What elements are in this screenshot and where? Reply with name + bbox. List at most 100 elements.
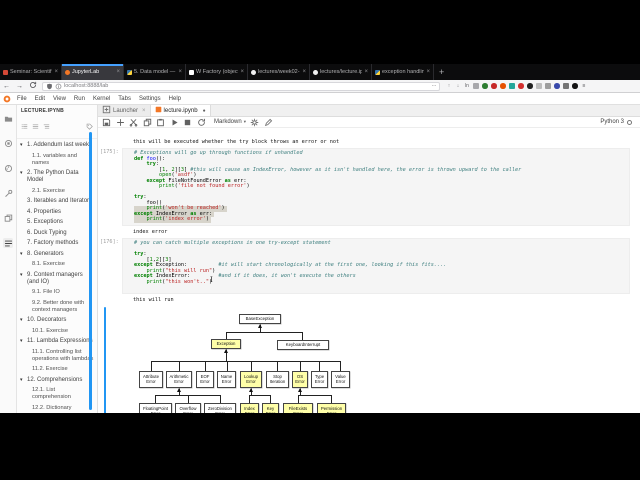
stop-button[interactable] xyxy=(183,118,192,127)
close-icon[interactable]: × xyxy=(302,69,306,75)
copy-button[interactable] xyxy=(143,118,152,127)
toc-item[interactable]: ▾2. The Python Data Model xyxy=(20,170,79,183)
menu-item-settings[interactable]: Settings xyxy=(138,95,161,102)
download-up-icon[interactable]: ↑ xyxy=(447,82,451,89)
hamburger-menu-icon[interactable]: ≡ xyxy=(582,82,586,89)
pen-button[interactable] xyxy=(264,118,273,127)
run-button[interactable] xyxy=(170,118,179,127)
close-icon[interactable]: × xyxy=(54,69,58,75)
restart-button[interactable] xyxy=(197,118,206,127)
toc-item[interactable]: ▾8. Generators xyxy=(20,250,64,257)
gray-ext-icon[interactable] xyxy=(536,83,542,89)
menu-item-tabs[interactable]: Tabs xyxy=(118,95,131,102)
back-arrow-icon[interactable]: ← xyxy=(3,82,10,90)
teal-ext-icon[interactable] xyxy=(509,83,515,89)
wrench-icon[interactable] xyxy=(3,188,13,198)
numbering-icon[interactable] xyxy=(21,117,28,135)
outline-icon[interactable] xyxy=(43,117,50,135)
close-icon[interactable]: × xyxy=(142,107,146,114)
orange-ext-icon[interactable] xyxy=(500,83,506,89)
menu-item-file[interactable]: File xyxy=(17,95,27,102)
screenshot-icon[interactable] xyxy=(473,83,479,89)
toc-item[interactable]: 5. Exceptions xyxy=(27,219,64,225)
chevron-down-icon[interactable]: ▾ xyxy=(20,338,23,344)
browser-tab[interactable]: W Factory (object-oriented× xyxy=(186,64,248,80)
dark-ext-icon[interactable] xyxy=(527,83,533,89)
close-icon[interactable]: × xyxy=(364,69,368,75)
menu-item-run[interactable]: Run xyxy=(73,95,85,102)
chevron-down-icon[interactable]: ▾ xyxy=(20,170,23,176)
browser-tab[interactable]: lectures/week02-Basic_Fu× xyxy=(248,64,310,80)
toc-item[interactable]: 12.2. Dictionary xyxy=(32,404,72,411)
browser-tab[interactable]: 5. Data model — Python× xyxy=(124,64,186,80)
selected-cell-collapser[interactable] xyxy=(103,307,106,413)
notes-ext-icon[interactable] xyxy=(545,83,551,89)
code-cell-input[interactable]: # Exceptions will go up through function… xyxy=(122,148,630,226)
toc-item[interactable]: 7. Factory methods xyxy=(27,240,79,246)
cut-button[interactable] xyxy=(129,118,138,127)
toc-item[interactable]: ▾12. Comprehensions xyxy=(20,376,83,383)
toc-item[interactable]: 2.1. Exercise xyxy=(32,187,65,194)
close-icon[interactable]: × xyxy=(426,69,430,75)
toc-item[interactable]: 6. Duck Typing xyxy=(27,229,67,236)
paste-button[interactable] xyxy=(156,118,165,127)
pin-ext-icon[interactable] xyxy=(554,83,560,89)
new-tab-button[interactable]: + xyxy=(439,67,445,77)
shield-ext-icon[interactable] xyxy=(491,83,497,89)
toc-item[interactable]: 11.1. Controlling list operations with l… xyxy=(32,348,94,362)
toc-item[interactable]: 11.2. Exercise xyxy=(32,366,68,372)
menu-item-help[interactable]: Help xyxy=(168,95,181,102)
folder-icon[interactable] xyxy=(3,113,13,123)
running-icon[interactable] xyxy=(3,138,13,148)
menu-item-view[interactable]: View xyxy=(53,95,66,102)
adblock-icon[interactable] xyxy=(518,83,524,89)
gear-button[interactable] xyxy=(250,118,259,127)
chevron-down-icon[interactable]: ▾ xyxy=(20,142,23,148)
code-cell-input[interactable]: # you can catch multiple exceptions in o… xyxy=(122,238,630,294)
page-actions-icon[interactable]: ··· xyxy=(431,83,437,89)
browser-tab[interactable]: lectures/lecture.ipynb at× xyxy=(310,64,372,80)
browser-tab[interactable]: Seminar: Scientific prog× xyxy=(0,64,62,80)
doc-tab-launcher[interactable]: Launcher× xyxy=(98,105,151,116)
toc-item[interactable]: 9.1. File IO xyxy=(32,289,60,295)
site-info-icon[interactable] xyxy=(55,77,62,95)
chevron-down-icon[interactable]: ▾ xyxy=(20,250,23,257)
doc-tab-lecture-ipynb[interactable]: lecture.ipynb● xyxy=(150,105,211,116)
add-cell-button[interactable] xyxy=(116,118,125,127)
grid-ext-icon[interactable] xyxy=(563,83,569,89)
toc-item[interactable]: 8.1. Exercise xyxy=(32,261,65,267)
browser-tab[interactable]: JupyterLab× xyxy=(62,64,124,80)
reload-icon[interactable] xyxy=(26,81,40,91)
cell-type-dropdown[interactable]: Markdown▾ xyxy=(214,119,246,125)
list-icon[interactable] xyxy=(32,117,39,135)
toc-item[interactable]: 12.1. List comprehension xyxy=(32,387,71,400)
close-icon[interactable]: × xyxy=(178,69,182,75)
menu-item-kernel[interactable]: Kernel xyxy=(92,95,111,102)
toc-item[interactable]: 1.1. variables and names xyxy=(32,152,77,166)
shield-icon[interactable] xyxy=(46,77,53,95)
toc-icon[interactable] xyxy=(3,238,13,248)
toc-item[interactable]: 3. Iterables and Iterators xyxy=(27,198,93,204)
kernel-indicator[interactable]: Python 3 xyxy=(600,119,632,125)
toc-item[interactable]: ▾11. Lambda Expressions xyxy=(20,338,93,344)
close-icon[interactable]: × xyxy=(116,69,120,75)
url-bar[interactable]: localhost:8888/lab ··· xyxy=(42,81,440,91)
notebook-scroll-area[interactable]: this will be executed whether the try bl… xyxy=(98,128,640,413)
tabs-icon[interactable] xyxy=(3,213,13,223)
close-icon[interactable]: × xyxy=(240,69,244,75)
palette-icon[interactable] xyxy=(3,163,13,173)
lastpass-icon[interactable]: ln xyxy=(465,82,469,89)
forward-arrow-icon[interactable]: → xyxy=(16,82,23,90)
tag-icon[interactable] xyxy=(86,117,93,135)
toc-item[interactable]: ▾10. Decorators xyxy=(20,317,67,323)
chevron-down-icon[interactable]: ▾ xyxy=(20,271,23,278)
account-icon[interactable] xyxy=(572,83,578,89)
download-down-icon[interactable]: ↓ xyxy=(456,82,460,89)
green-ext-icon[interactable] xyxy=(482,83,488,89)
url-text[interactable]: localhost:8888/lab xyxy=(64,83,109,89)
menu-item-edit[interactable]: Edit xyxy=(34,95,46,102)
toc-item[interactable]: ▾1. Addendum last week xyxy=(20,142,90,148)
toc-item[interactable]: ▾9. Context managers (and IO) xyxy=(20,271,83,285)
toc-item[interactable]: 9.2. Better done with context managers xyxy=(32,299,85,313)
